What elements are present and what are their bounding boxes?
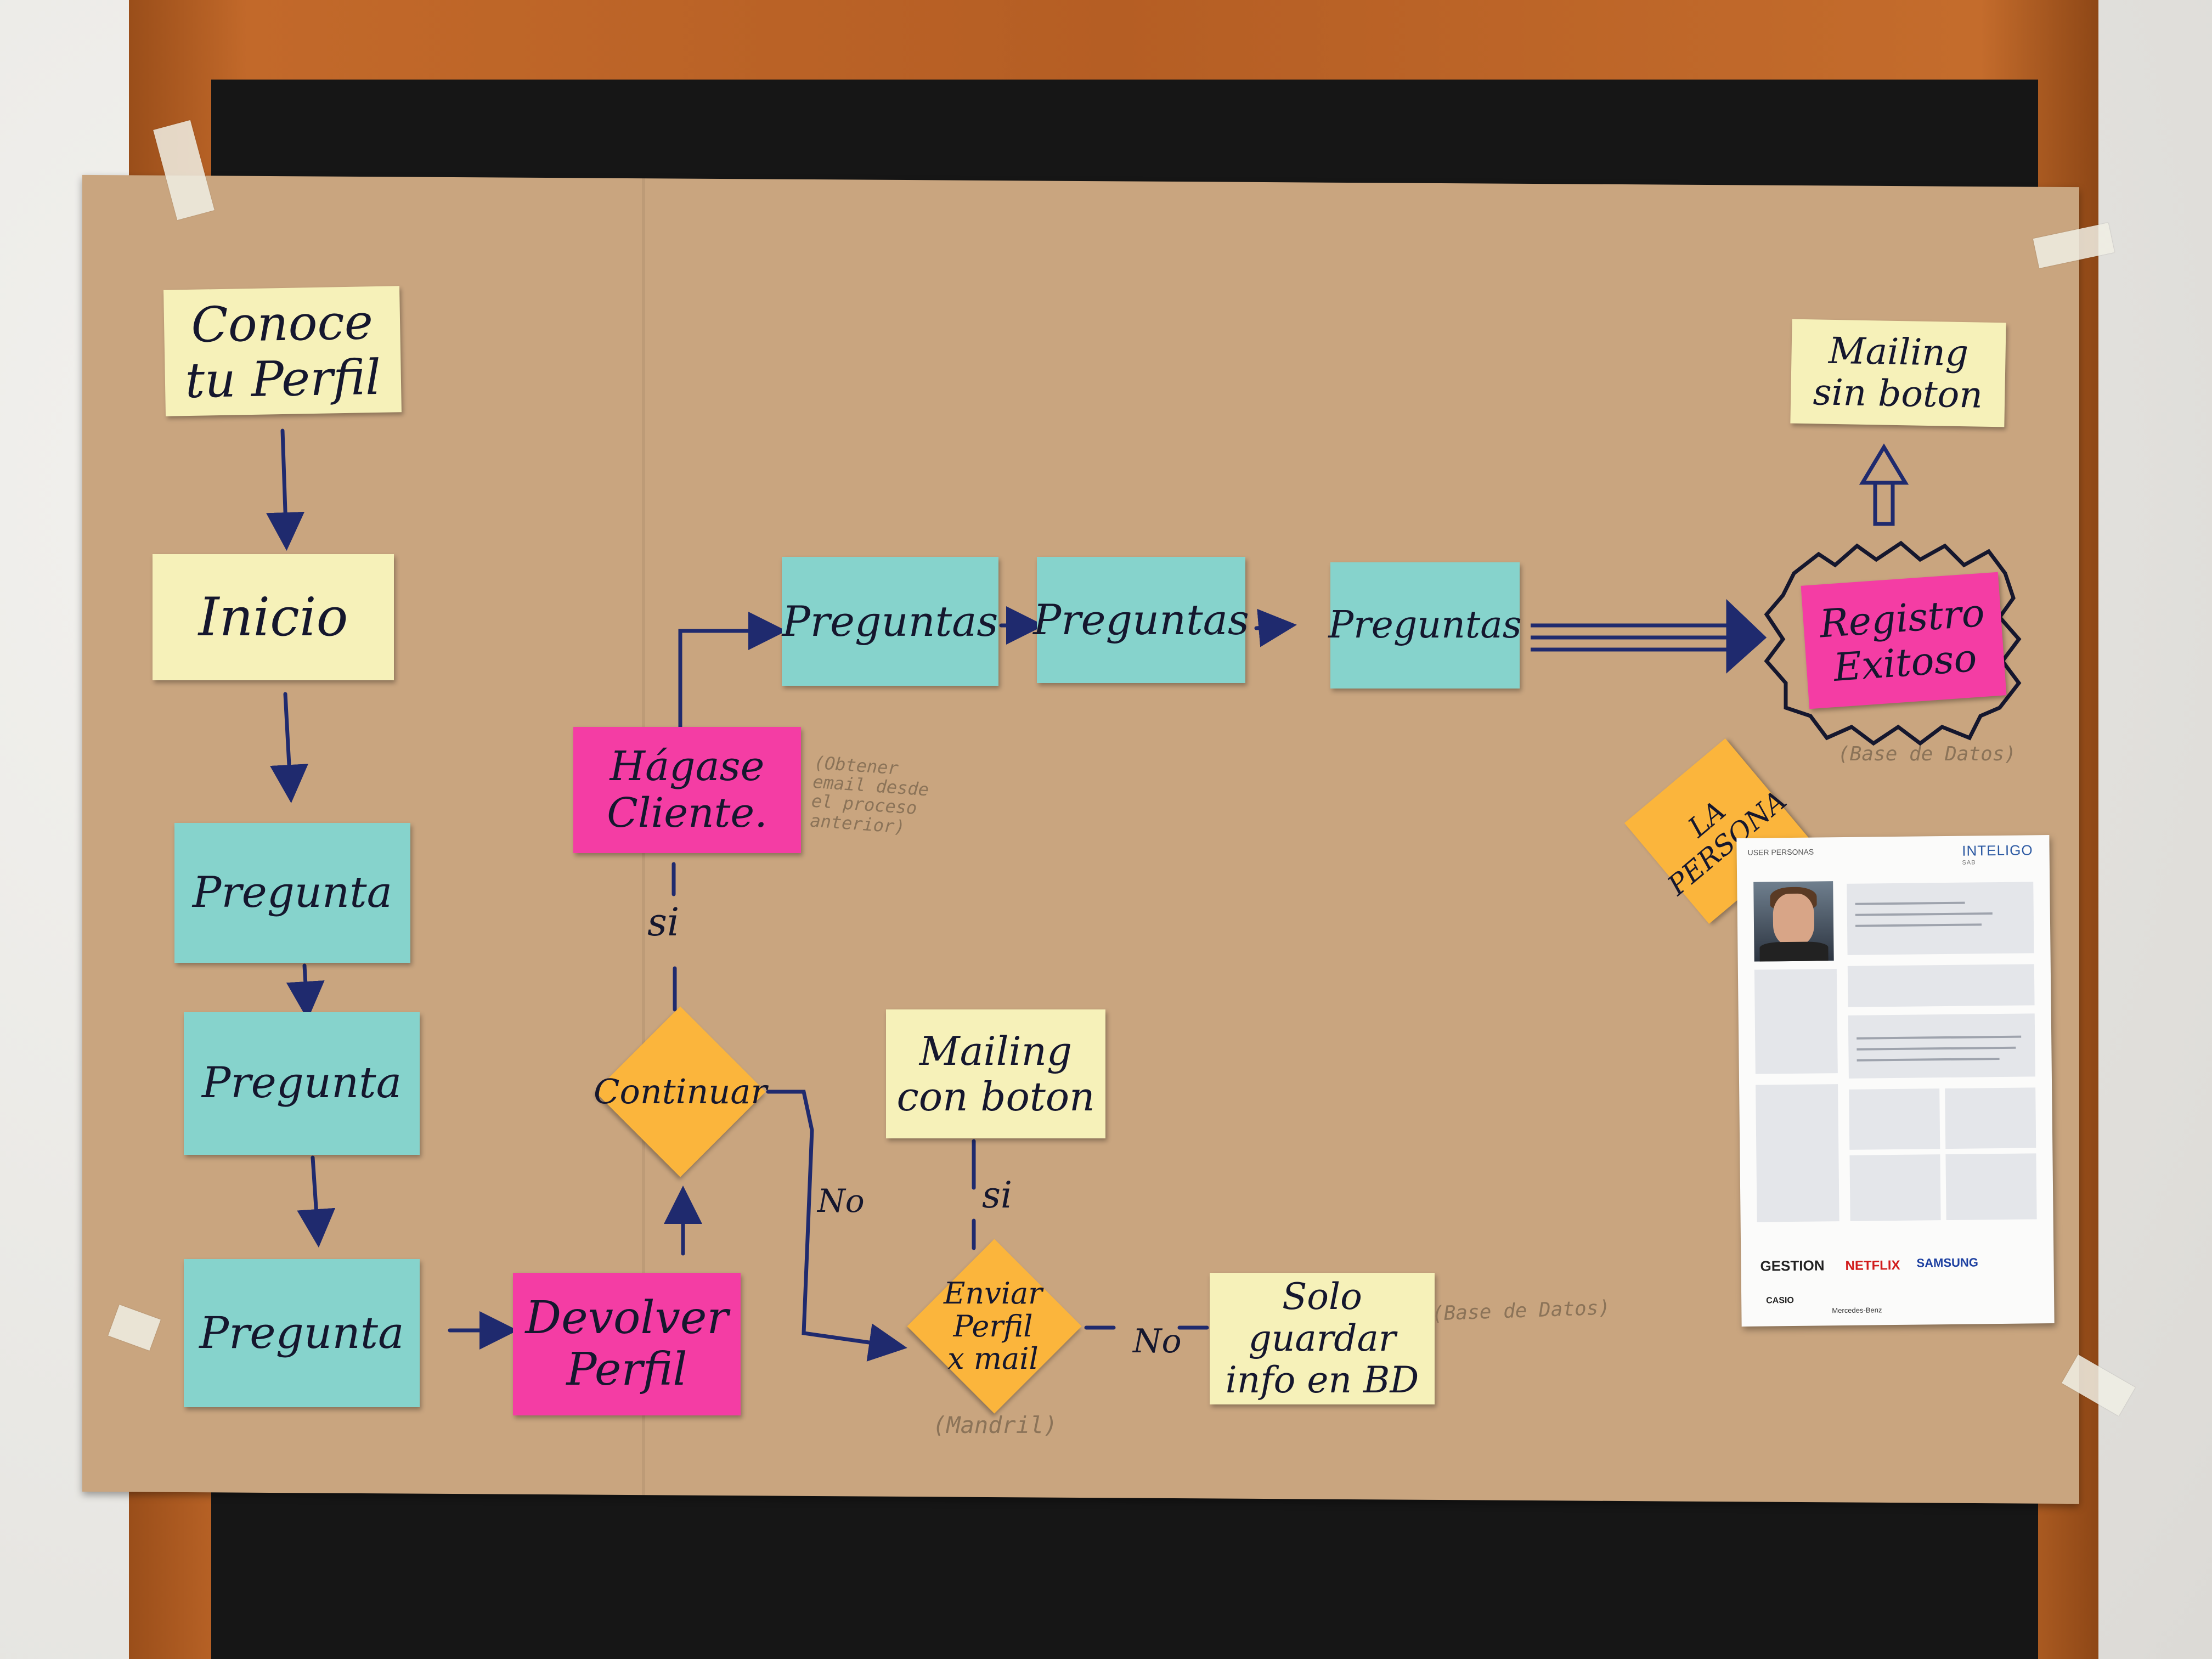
logo-samsung: SAMSUNG [1916, 1255, 1979, 1270]
logo-netflix: NETFLIX [1845, 1257, 1900, 1273]
logo-gestion: GESTION [1760, 1257, 1825, 1274]
node-conoce-tu-perfil: Conoce tu Perfil [163, 286, 402, 416]
brand-subtitle: SAB [1962, 859, 1976, 866]
persona-header: USER PERSONAS [1747, 847, 1814, 857]
persona-background-block [1848, 1013, 2035, 1079]
annotation-mandril: (Mandril) [933, 1412, 1058, 1438]
persona-social-block [1849, 1154, 1941, 1221]
persona-brand: INTELIGO SAB [1962, 842, 2033, 866]
brand-name: INTELIGO [1962, 842, 2033, 859]
decision-enviar-label: Enviar Perfil x mail [944, 1276, 1042, 1376]
label-si-enviar: si [982, 1174, 1012, 1216]
node-solo-guardar: Solo guardar info en BD [1210, 1273, 1435, 1404]
node-pregunta-3: Pregunta [184, 1259, 420, 1407]
annotation-base-datos-registro: (Base de Datos) [1838, 743, 2017, 765]
node-registro-exitoso: Registro Exitoso [1801, 572, 2007, 709]
node-devolver-perfil: Devolver Perfil [513, 1273, 741, 1415]
persona-skills-block [1756, 1084, 1839, 1222]
node-mailing-sin-boton: Mailing sin boton [1790, 319, 2006, 427]
node-preguntas-3: Preguntas [1328, 562, 1522, 689]
user-persona-sheet: USER PERSONAS INTELIGO SAB GESTION NETFL… [1736, 835, 2055, 1327]
persona-technology-block [1945, 1153, 2037, 1221]
node-preguntas-2: Preguntas [1033, 557, 1249, 683]
node-preguntas-1: Preguntas [782, 557, 998, 686]
node-hagase-cliente: Hágase Cliente. [573, 727, 801, 853]
persona-quote-block [1847, 964, 2035, 1007]
annotation-obtener-email: (Obtener email desde el proceso anterior… [809, 752, 930, 838]
node-pregunta-2: Pregunta [184, 1012, 420, 1155]
persona-demographic-block [1754, 969, 1838, 1074]
persona-goals-block [1847, 882, 2034, 955]
label-no-enviar: No [1133, 1322, 1182, 1361]
label-si-continuar: si [647, 900, 680, 945]
persona-motivations-block [1849, 1088, 1940, 1150]
logo-mercedes: Mercedes-Benz [1832, 1306, 1882, 1315]
node-inicio: Inicio [153, 554, 394, 680]
node-pregunta-1: Pregunta [174, 823, 410, 963]
node-mailing-con-boton: Mailing con boton [886, 1009, 1105, 1138]
decision-continuar-label: Continuar [594, 1071, 767, 1111]
persona-frustrations-block [1945, 1087, 2036, 1149]
persona-photo [1753, 881, 1834, 962]
logo-casio: CASIO [1766, 1295, 1794, 1306]
label-no-continuar: No [817, 1182, 865, 1220]
